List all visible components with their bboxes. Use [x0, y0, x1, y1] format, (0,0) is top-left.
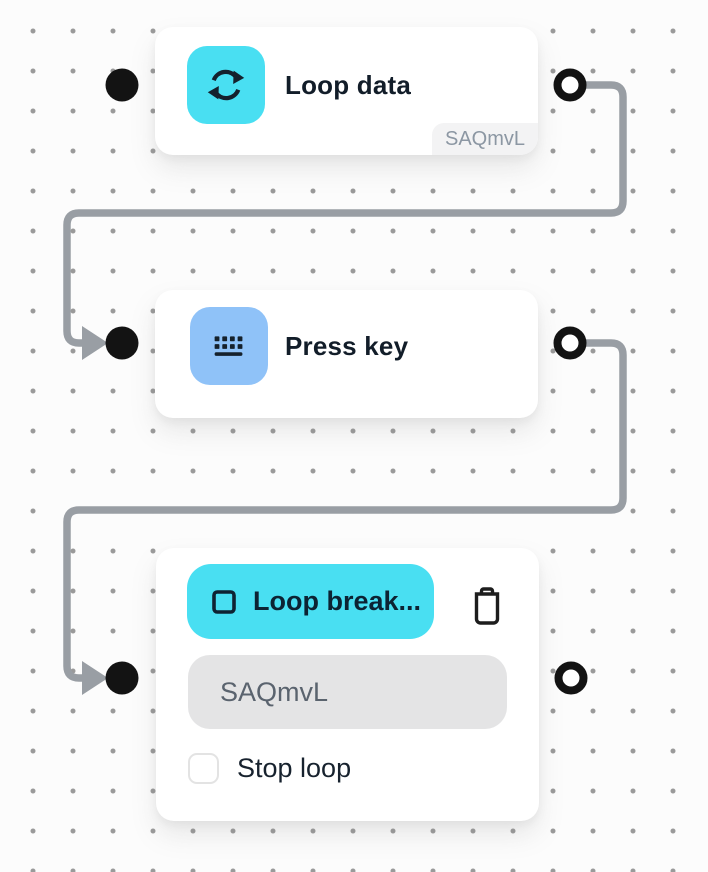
stop-loop-checkbox[interactable] — [188, 753, 219, 784]
wire-arrowhead-icon — [82, 661, 108, 695]
node-title: Loop data — [285, 69, 412, 100]
keyboard-icon — [190, 307, 268, 385]
output-handle-loop-data[interactable] — [553, 68, 587, 102]
stop-square-icon — [210, 588, 238, 616]
stop-loop-label: Stop loop — [237, 753, 352, 783]
input-handle-press-key[interactable] — [105, 326, 139, 360]
loop-id-input[interactable] — [188, 655, 507, 729]
block-id-badge: SAQmvL — [432, 123, 538, 155]
input-handle-loop-break[interactable] — [105, 661, 139, 695]
wire-presskey-to-loopbreak[interactable] — [63, 339, 627, 682]
node-loop-break[interactable]: Loop break... Stop loop — [156, 548, 539, 821]
output-handle-loop-break[interactable] — [554, 661, 588, 695]
loop-break-header[interactable]: Loop break... — [187, 564, 434, 639]
input-handle-loop-data[interactable] — [105, 68, 139, 102]
wire-arrowhead-icon — [82, 326, 108, 360]
trash-icon — [469, 586, 505, 626]
node-press-key[interactable]: Press key — [155, 290, 538, 418]
wire-loopdata-to-presskey[interactable] — [63, 81, 627, 347]
sync-loop-icon — [187, 46, 265, 124]
node-title: Loop break... — [253, 586, 422, 616]
output-handle-press-key[interactable] — [553, 326, 587, 360]
node-loop-data[interactable]: Loop data SAQmvL — [155, 27, 538, 155]
delete-node-button[interactable] — [468, 585, 506, 627]
node-title: Press key — [285, 330, 409, 361]
